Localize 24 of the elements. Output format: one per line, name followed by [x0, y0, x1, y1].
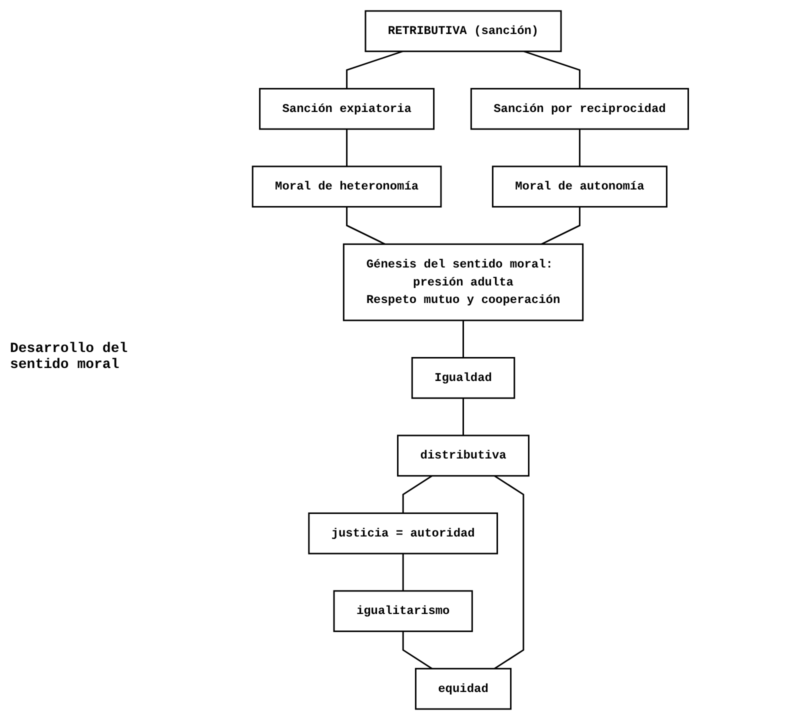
node-box: Moral de heteronomía [252, 166, 442, 208]
node-box: Sanción por reciprocidad [470, 88, 690, 130]
connector [346, 129, 348, 166]
connector [346, 50, 404, 89]
node-box: Génesis del sentido moral: presión adulta Respeto mutuo y cooperación [342, 243, 584, 322]
connector [346, 206, 386, 245]
connector [402, 631, 432, 670]
connector [494, 475, 524, 670]
connector [402, 475, 432, 514]
node-box: Igualdad [411, 357, 516, 399]
connector [462, 320, 464, 358]
node-box: justicia = autoridad [308, 512, 498, 554]
connector [402, 554, 404, 591]
side-note: Desarrollo del sentido moral [10, 341, 129, 373]
node-box: equidad [415, 668, 512, 710]
node-box: igualitarismo [333, 590, 473, 632]
node-box: RETRIBUTIVA (sanción) [364, 10, 562, 52]
connector [462, 398, 464, 436]
node-box: distributiva [397, 434, 530, 477]
node-box: Sanción expiatoria [259, 88, 435, 130]
connector [541, 206, 581, 245]
node-box: Moral de autonomía [492, 166, 668, 208]
connector [579, 129, 581, 166]
connector [524, 50, 581, 89]
